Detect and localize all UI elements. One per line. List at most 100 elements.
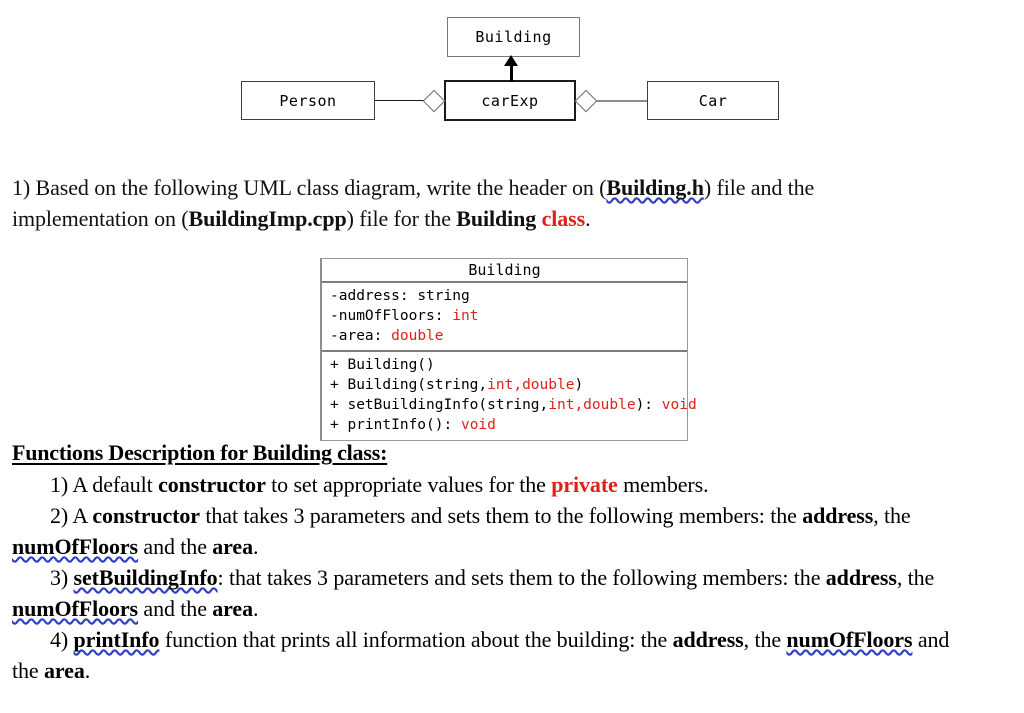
item-bold-term: numOfFloors [786, 627, 913, 652]
item-bold-term: area [212, 534, 253, 559]
attribute-type: int [452, 308, 479, 324]
attribute-name: area [338, 328, 374, 344]
item-number: 4) [50, 627, 69, 652]
item-text: A [68, 503, 93, 528]
class-method-row: + Building(string,int,double) [322, 375, 687, 395]
attribute-type: double [391, 328, 444, 344]
item-number: 2) [50, 503, 69, 528]
method-visibility: + [330, 417, 348, 433]
method-signature: Building(string, [347, 377, 488, 393]
method-visibility: + [330, 357, 348, 373]
list-item: 3) setBuildingInfo: that takes 3 paramet… [12, 562, 952, 624]
item-text: to set appropriate values for the [265, 472, 552, 497]
uml-box-car-label: Car [698, 91, 728, 110]
item-red-term: private [551, 472, 618, 497]
class-method-row: + setBuildingInfo(string,int,double): vo… [322, 395, 697, 415]
uml-box-building-label: Building [475, 28, 552, 46]
question-number: 1) [12, 175, 31, 200]
attribute-visibility: - [330, 328, 339, 344]
class-methods-compartment: + Building() + Building(string,int,doubl… [322, 352, 697, 440]
list-item: 2) A constructor that takes 3 parameters… [12, 500, 952, 562]
question-text-end: . [585, 206, 591, 231]
item-bold-term: address [802, 503, 874, 528]
class-attribute-row: -address: string [322, 286, 687, 306]
item-number: 3) [50, 565, 69, 590]
item-bold-term: area [43, 658, 85, 683]
method-params-typed: int,double [487, 377, 575, 393]
method-signature: Building() [347, 357, 435, 373]
connector-carexp-car [594, 100, 647, 102]
aggregation-diamond-icon-left [422, 89, 446, 113]
item-text: , the [743, 627, 787, 652]
item-text: . [253, 534, 259, 559]
class-name-label: Building [468, 261, 541, 279]
item-text: : that takes 3 parameters and sets them … [217, 565, 826, 590]
question-paragraph: 1) Based on the following UML class diag… [12, 172, 912, 234]
item-text: that takes 3 parameters and sets them to… [199, 503, 803, 528]
item-text: and the [12, 627, 950, 683]
question-class-red: class [541, 206, 586, 231]
attribute-name: address [338, 288, 400, 304]
attribute-separator: : [399, 288, 418, 304]
item-number: 1) [50, 472, 69, 497]
attribute-separator: : [434, 308, 453, 324]
connector-person-carexp [375, 100, 433, 101]
class-method-row: + Building() [322, 355, 687, 375]
header-file-name: Building.h [606, 175, 704, 200]
attribute-separator: : [373, 328, 392, 344]
relationship-diagram: Building Person carExp Car [0, 0, 1024, 150]
aggregation-diamond-icon-right [574, 89, 598, 113]
uml-box-carexp: carExp [444, 80, 576, 121]
item-text: . [84, 658, 91, 683]
uml-class-diagram-building: Building -address: string -numOfFloors: … [320, 258, 697, 441]
item-text: and the [138, 596, 213, 621]
question-text-1: Based on the following UML class diagram… [30, 175, 607, 200]
question-text-3: ) file for the [346, 206, 457, 231]
class-attributes-compartment: -address: string -numOfFloors: int -area… [322, 283, 687, 352]
item-bold-term: constructor [92, 503, 200, 528]
uml-box-car: Car [647, 81, 779, 120]
item-text: A default [68, 472, 159, 497]
class-name-row: Building [322, 259, 687, 283]
item-bold-term: address [825, 565, 897, 590]
arrow-up-icon [504, 55, 518, 66]
item-text: , the [873, 503, 911, 528]
method-params-typed: int,double [548, 397, 636, 413]
connector-carexp-building [510, 64, 513, 82]
functions-description-list: 1) A default constructor to set appropri… [12, 469, 952, 686]
method-visibility: + [330, 377, 348, 393]
list-item: 4) printInfo function that prints all in… [12, 624, 952, 686]
method-signature-close: ): [635, 397, 662, 413]
method-visibility: + [330, 397, 348, 413]
attribute-visibility: - [330, 308, 339, 324]
item-text: function that prints all information abo… [159, 627, 673, 652]
item-bold-term: setBuildingInfo [73, 565, 218, 590]
impl-file-name: BuildingImp.cpp [188, 206, 347, 231]
attribute-type: string [417, 288, 470, 304]
functions-description-heading: Functions Description for Building class… [12, 440, 388, 465]
class-attribute-row: -area: double [322, 326, 687, 346]
question-class-bold: Building [456, 206, 537, 231]
class-method-row: + printInfo(): void [322, 415, 687, 435]
item-bold-term: address [672, 627, 744, 652]
uml-box-building: Building [447, 17, 580, 57]
item-bold-term: printInfo [73, 627, 160, 652]
item-bold-term: numOfFloors [12, 596, 139, 621]
attribute-name: numOfFloors [338, 308, 435, 324]
method-return-type: void [661, 397, 697, 413]
class-attribute-row: -numOfFloors: int [322, 306, 687, 326]
uml-box-carexp-label: carExp [481, 91, 539, 110]
item-text: members. [617, 472, 709, 497]
attribute-visibility: - [330, 288, 339, 304]
item-bold-term: constructor [158, 472, 266, 497]
item-text: . [253, 596, 259, 621]
method-signature: setBuildingInfo(string, [347, 397, 549, 413]
question-text-2: ) file and the implementation on ( [12, 175, 815, 231]
uml-box-person-label: Person [279, 91, 337, 110]
item-text: and the [138, 534, 213, 559]
item-bold-term: numOfFloors [12, 534, 139, 559]
item-text: , the [896, 565, 935, 590]
method-return-type: void [460, 417, 496, 433]
item-bold-term: area [212, 596, 253, 621]
uml-box-person: Person [241, 81, 375, 120]
